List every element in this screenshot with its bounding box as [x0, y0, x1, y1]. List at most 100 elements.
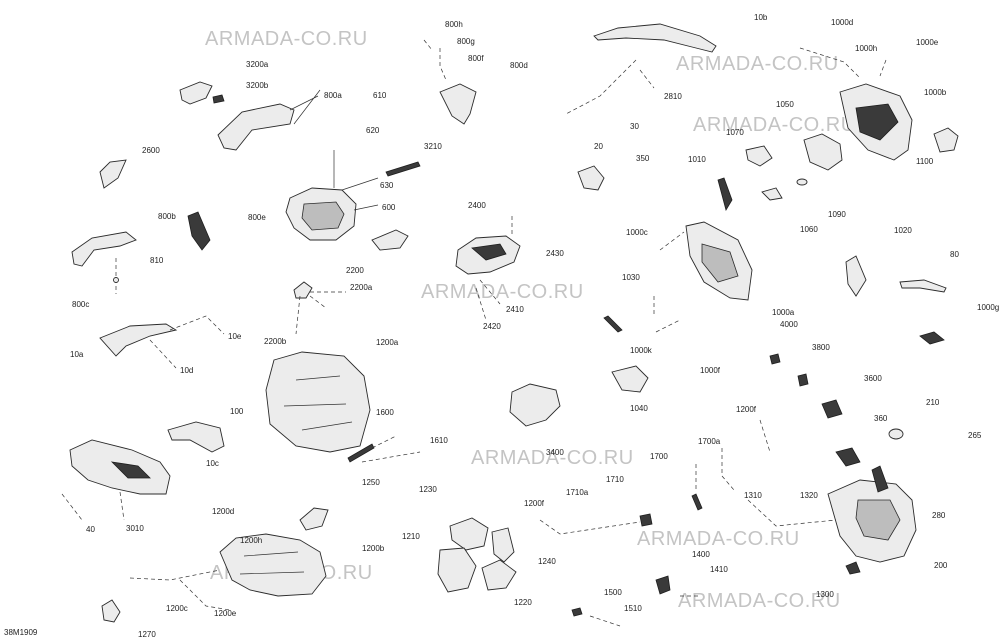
callout-label: 3010	[126, 524, 144, 533]
part-1070	[745, 145, 773, 167]
part-1500	[571, 607, 583, 617]
part-360	[835, 447, 861, 467]
watermark: ARMADA-CO.RU	[421, 281, 584, 303]
part-10c-insert	[110, 461, 151, 479]
part-1710	[639, 513, 653, 527]
callout-label: 800h	[445, 20, 463, 29]
part-1060	[761, 187, 783, 201]
callout-label: 3200a	[246, 60, 269, 69]
callout-label: 80	[950, 250, 959, 259]
callout-label: 100	[230, 407, 244, 416]
part-2200a	[293, 281, 313, 299]
callout-label: 1000g	[977, 303, 1000, 312]
callout-label: 40	[86, 525, 95, 534]
callout-label: 1500	[604, 588, 622, 597]
callout-label: 1020	[894, 226, 912, 235]
part-800e	[187, 211, 211, 251]
callout-label: 1000e	[916, 38, 939, 47]
callout-label: 350	[636, 154, 650, 163]
callout-label: 1000b	[924, 88, 947, 97]
part-210	[888, 428, 904, 440]
callout-label: 4000	[780, 320, 798, 329]
callout-label: 800b	[158, 212, 176, 221]
part-600-display	[301, 201, 345, 231]
watermark: ARMADA-CO.RU	[637, 528, 800, 550]
part-1240	[491, 527, 515, 563]
callout-label: 2200b	[264, 337, 287, 346]
callout-label: 30	[630, 122, 639, 131]
part-1090	[796, 178, 808, 186]
callout-label: 1320	[800, 491, 818, 500]
part-1400	[655, 575, 671, 595]
part-1270	[101, 599, 121, 623]
callout-label: 1250	[362, 478, 380, 487]
part-3200b	[212, 94, 225, 104]
part-1040	[611, 365, 649, 393]
callout-label: 10e	[228, 332, 242, 341]
callout-label: 1000h	[855, 44, 878, 53]
callout-label: 1210	[402, 532, 420, 541]
callout-label: 10a	[70, 350, 84, 359]
watermark: ARMADA-CO.RU	[678, 590, 841, 612]
part-1000b-trim	[855, 103, 899, 141]
callout-label: 1400	[692, 550, 710, 559]
callout-label: 2400	[468, 201, 486, 210]
callout-label: 1000d	[831, 18, 854, 27]
callout-label: 1060	[800, 225, 818, 234]
part-1000k	[603, 315, 623, 333]
callout-label: 2430	[546, 249, 564, 258]
part-1220	[481, 559, 517, 591]
part-1010	[717, 177, 733, 212]
callout-label: 2420	[483, 322, 501, 331]
callout-label: 10d	[180, 366, 194, 375]
callout-label: 2200	[346, 266, 364, 275]
callout-label: 2410	[506, 305, 524, 314]
callout-label: 610	[373, 91, 387, 100]
callout-label: 1200a	[376, 338, 399, 347]
callout-label: 1040	[630, 404, 648, 413]
callout-label: 20	[594, 142, 603, 151]
part-3600	[821, 399, 843, 419]
part-800d	[439, 83, 477, 125]
part-1000g	[919, 331, 945, 345]
callout-label: 1310	[744, 491, 762, 500]
callout-label: 1200e	[214, 609, 237, 618]
callout-label: 1200b	[362, 544, 385, 553]
callout-label: 360	[874, 414, 888, 423]
part-1000a-insert	[701, 243, 739, 283]
callout-label: 1230	[419, 485, 437, 494]
callout-label: 1000f	[700, 366, 721, 375]
callout-label: 1710a	[566, 488, 589, 497]
part-3200a	[179, 81, 213, 105]
callout-label: 1000c	[626, 228, 648, 237]
part-1600	[347, 443, 375, 463]
callout-label: 1270	[138, 630, 156, 639]
part-1200a	[265, 351, 371, 453]
callout-label: 3600	[864, 374, 882, 383]
callout-label: 1010	[688, 155, 706, 164]
part-100	[167, 421, 225, 453]
part-1700	[691, 493, 703, 511]
callout-label: 265	[968, 431, 982, 440]
callout-label: 2810	[664, 92, 682, 101]
watermark: ARMADA-CO.RU	[676, 53, 839, 75]
callout-label: 210	[926, 398, 940, 407]
part-1250	[299, 507, 329, 531]
watermark: ARMADA-CO.RU	[471, 447, 634, 469]
part-10a	[99, 323, 178, 357]
watermark: ARMADA-CO.RU	[693, 114, 856, 136]
callout-label: 10c	[206, 459, 219, 468]
callout-label: 1300	[816, 590, 834, 599]
callout-label: 810	[150, 256, 164, 265]
callout-label: 1710	[606, 475, 624, 484]
callout-label: 800d	[510, 61, 528, 70]
callout-label: 1100	[916, 157, 934, 166]
callout-label: 1200c	[166, 604, 188, 613]
callout-label: 1600	[376, 408, 394, 417]
callout-label: 630	[380, 181, 394, 190]
part-4000	[769, 353, 781, 365]
figure-code: 38M1909	[4, 628, 38, 637]
part-1300	[845, 561, 861, 575]
